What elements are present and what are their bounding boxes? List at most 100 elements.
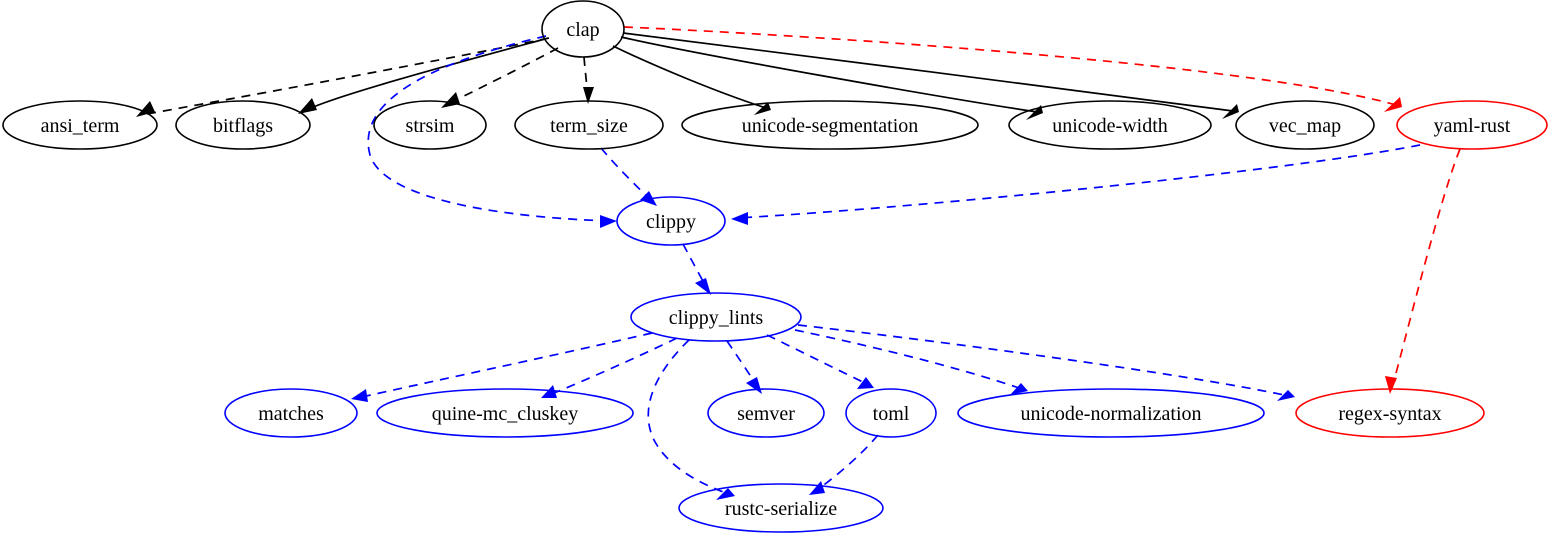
node-term_size[interactable]: term_size: [514, 100, 664, 150]
node-ellipse: [1396, 100, 1548, 150]
node-label: quine-mc_cluskey: [432, 403, 579, 425]
edge-clippy-to-clippy_lints: [682, 243, 711, 295]
node-unicode-segmentation[interactable]: unicode-segmentation: [681, 100, 979, 150]
node-label: clippy: [646, 211, 696, 233]
edge-clippy_lints-to-regex-syntax: [797, 324, 1295, 401]
node-label: term_size: [550, 115, 628, 137]
edge-clippy_lints-to-matches: [351, 332, 653, 402]
node-ellipse: [373, 100, 487, 150]
node-quine-mc_cluskey[interactable]: quine-mc_cluskey: [376, 388, 634, 438]
node-label: clap: [566, 19, 599, 41]
node-regex-syntax[interactable]: regex-syntax: [1295, 388, 1485, 438]
edge-yaml-rust-to-clippy: [731, 144, 1421, 225]
node-ellipse: [1295, 388, 1485, 438]
node-ellipse: [541, 0, 625, 58]
node-label: ansi_term: [41, 115, 120, 137]
edge-clippy_lints-to-quine-mc_cluskey: [541, 337, 678, 398]
node-label: strsim: [406, 115, 455, 137]
edge-clap-to-ansi_term: [136, 37, 550, 117]
node-ellipse: [1235, 100, 1375, 150]
edge-line: [797, 324, 1290, 397]
edge-clap-to-clippy: [367, 35, 617, 228]
node-label: semver: [737, 403, 795, 425]
edge-line: [620, 36, 1038, 113]
edge-line: [356, 332, 653, 399]
node-ellipse: [678, 483, 884, 533]
edge-line: [647, 339, 730, 495]
node-ellipse: [1008, 100, 1212, 150]
arrowhead-icon: [754, 102, 771, 115]
edge-line: [622, 32, 1234, 112]
node-label: regex-syntax: [1338, 403, 1441, 425]
edge-clap-to-vec_map: [622, 32, 1239, 119]
node-label: matches: [258, 403, 324, 425]
arrowhead-icon: [600, 215, 617, 228]
node-ellipse: [514, 100, 664, 150]
arrowhead-icon: [1384, 97, 1402, 112]
edge-line: [766, 334, 870, 386]
edge-toml-to-rustc-serialize: [809, 434, 879, 495]
node-ellipse: [845, 388, 937, 438]
arrowhead-icon: [351, 389, 368, 402]
node-label: toml: [873, 403, 910, 425]
arrowhead-icon: [857, 377, 874, 389]
node-ellipse: [376, 388, 634, 438]
edge-clippy_lints-to-toml: [766, 334, 874, 389]
arrowhead-icon: [716, 488, 735, 500]
node-ansi_term[interactable]: ansi_term: [2, 100, 158, 150]
node-strsim[interactable]: strsim: [373, 100, 487, 150]
node-ellipse: [957, 388, 1265, 438]
arrowhead-icon: [1222, 104, 1239, 119]
node-rustc-serialize[interactable]: rustc-serialize: [678, 483, 884, 533]
arrowhead-icon: [1277, 390, 1295, 401]
arrowhead-icon: [298, 98, 317, 114]
node-label: rustc-serialize: [725, 498, 837, 520]
edge-line: [302, 38, 546, 113]
arrowhead-icon: [695, 278, 711, 295]
arrowhead-icon: [731, 212, 748, 225]
node-semver[interactable]: semver: [707, 388, 825, 438]
node-label: clippy_lints: [669, 307, 764, 329]
edge-clippy_lints-to-rustc-serialize: [647, 339, 735, 500]
node-ellipse: [2, 100, 158, 150]
edge-line: [140, 37, 550, 116]
node-ellipse: [224, 388, 358, 438]
node-unicode-normalization[interactable]: unicode-normalization: [957, 388, 1265, 438]
node-matches[interactable]: matches: [224, 388, 358, 438]
arrowhead-icon: [1010, 383, 1028, 395]
edges-layer: [136, 26, 1461, 500]
edge-clap-to-unicode-segmentation: [612, 45, 771, 115]
node-ellipse: [630, 292, 802, 342]
node-label: yaml-rust: [1434, 115, 1511, 137]
node-clap[interactable]: clap: [541, 0, 625, 58]
node-label: unicode-normalization: [1020, 403, 1201, 425]
edge-line: [1391, 148, 1461, 389]
node-vec_map[interactable]: vec_map: [1235, 100, 1375, 150]
node-clippy[interactable]: clippy: [616, 196, 726, 246]
node-yaml-rust[interactable]: yaml-rust: [1396, 100, 1548, 150]
edge-line: [612, 45, 767, 109]
node-ellipse: [616, 196, 726, 246]
node-toml[interactable]: toml: [845, 388, 937, 438]
edge-clap-to-yaml-rust: [623, 26, 1402, 112]
node-label: vec_map: [1269, 115, 1341, 137]
node-clippy_lints[interactable]: clippy_lints: [630, 292, 802, 342]
node-unicode-width[interactable]: unicode-width: [1008, 100, 1212, 150]
arrowhead-icon: [809, 481, 825, 495]
edge-line: [546, 337, 678, 397]
arrowhead-icon: [583, 87, 594, 104]
node-label: bitflags: [213, 115, 273, 137]
edge-line: [623, 26, 1397, 106]
edge-line: [794, 329, 1023, 390]
arrowhead-icon: [541, 385, 557, 398]
node-label: unicode-width: [1052, 115, 1168, 137]
arrowhead-icon: [1385, 376, 1397, 394]
edge-line: [813, 434, 879, 493]
node-label: unicode-segmentation: [742, 115, 919, 137]
node-ellipse: [707, 388, 825, 438]
arrowhead-icon: [136, 101, 155, 117]
node-bitflags[interactable]: bitflags: [175, 100, 311, 150]
